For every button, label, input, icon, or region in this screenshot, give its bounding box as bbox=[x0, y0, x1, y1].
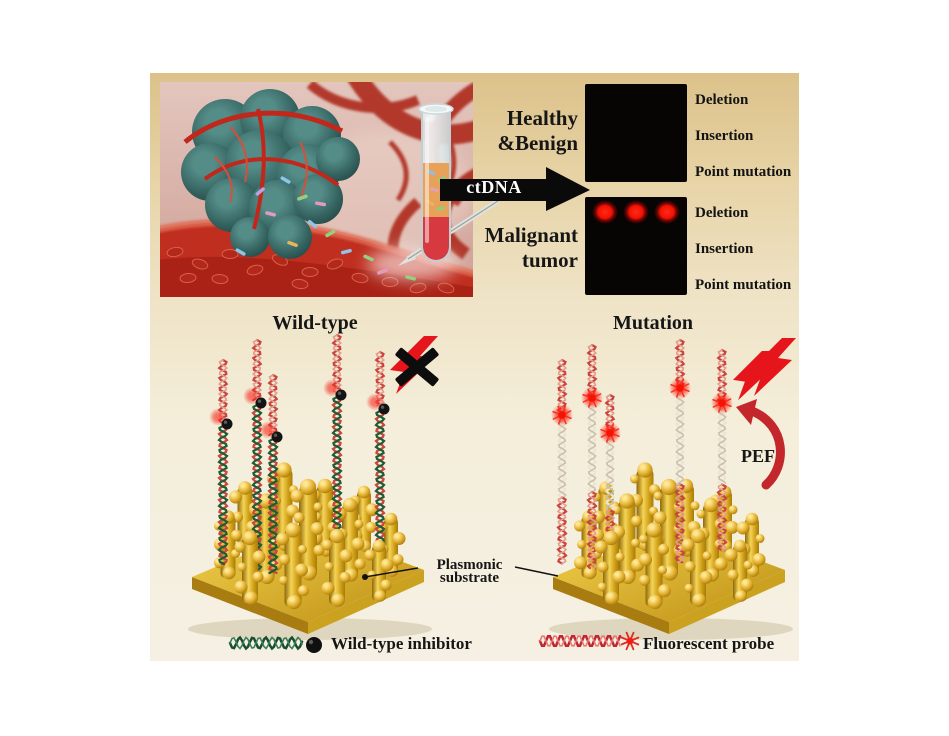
row-label-point-mutation: Point mutation bbox=[695, 277, 792, 293]
wild-type-inhibitor-swatch bbox=[228, 635, 322, 653]
quencher-dot bbox=[255, 397, 267, 409]
row-label-deletion: Deletion bbox=[695, 92, 749, 108]
row-label-insertion: Insertion bbox=[695, 128, 754, 144]
quenched-probe-strand bbox=[243, 338, 267, 571]
healthy-panel-image bbox=[585, 84, 687, 182]
pef-enhancement-arrow bbox=[736, 399, 785, 490]
malignant-tumor-label: Malignant tumor bbox=[484, 223, 578, 272]
quencher-dot bbox=[335, 389, 347, 401]
substrate-pointer-lines bbox=[362, 566, 559, 580]
malignant-panel-row-labels: Deletion Insertion Point mutation bbox=[695, 197, 815, 295]
ctdna-fragments bbox=[235, 176, 416, 281]
fluorescent-probe-strand bbox=[711, 348, 733, 552]
quencher-dot bbox=[271, 431, 283, 443]
graphical-abstract: ctDNA Healthy &Benign Malignant tumor De… bbox=[150, 73, 799, 661]
pef-lightning-icon bbox=[733, 338, 796, 401]
fluorescence-dot bbox=[592, 200, 618, 224]
plasmonic-substrate-label: Plasmonic substrate bbox=[436, 557, 503, 586]
mutation-strands bbox=[551, 338, 733, 574]
wild-type-inhibitor-label: Wild-type inhibitor bbox=[331, 634, 472, 653]
fluorophore-dot bbox=[626, 637, 634, 645]
assay-scene-graphics bbox=[188, 198, 796, 653]
fluorescence-dot bbox=[654, 200, 680, 224]
quencher-dot bbox=[378, 403, 390, 415]
fluorescent-probe-swatch bbox=[538, 631, 640, 651]
blood-layer bbox=[423, 217, 449, 260]
ctdna-arrow-label: ctDNA bbox=[466, 177, 522, 197]
ctdna-arrow bbox=[440, 167, 590, 211]
row-label-insertion: Insertion bbox=[695, 241, 754, 257]
malignant-panel-image bbox=[585, 197, 687, 295]
fluorescence-dot bbox=[623, 200, 649, 224]
row-label-deletion: Deletion bbox=[695, 205, 749, 221]
quenched-probe-strand bbox=[259, 373, 283, 575]
fluorescent-probe-label: Fluorescent probe bbox=[643, 634, 775, 653]
row-label-point-mutation: Point mutation bbox=[695, 164, 792, 180]
gold-nanopillars-front bbox=[594, 522, 754, 610]
mutation-title: Mutation bbox=[613, 312, 693, 334]
wild-type-title: Wild-type bbox=[272, 312, 358, 334]
malignant-fluorescence-panel: Deletion Insertion Point mutation bbox=[585, 197, 799, 295]
blood-sample-tube bbox=[418, 103, 454, 262]
plasmonic-substrate-mutation bbox=[549, 462, 793, 640]
quenched-probe-strand bbox=[366, 350, 390, 553]
no-signal-lightning-icon bbox=[390, 336, 439, 394]
gold-nanopillars-front bbox=[234, 522, 394, 610]
fluorescent-probe-strand bbox=[551, 358, 573, 565]
quencher-dot bbox=[306, 637, 322, 653]
red-blood-cells bbox=[166, 246, 455, 294]
fluorescent-probe-strand bbox=[581, 343, 603, 570]
quencher-dot bbox=[221, 418, 233, 430]
fluorescent-probe-strand bbox=[669, 338, 691, 564]
quenched-probe-strand bbox=[209, 358, 233, 566]
wild-type-strands bbox=[209, 333, 390, 575]
tumor-vasculature bbox=[183, 108, 344, 230]
healthy-panel-row-labels: Deletion Insertion Point mutation bbox=[695, 84, 815, 182]
pef-label: PEF bbox=[741, 446, 775, 466]
tumor-mass bbox=[181, 89, 360, 259]
healthy-fluorescence-panel: Deletion Insertion Point mutation bbox=[585, 84, 799, 182]
healthy-benign-label: Healthy &Benign bbox=[497, 106, 578, 155]
